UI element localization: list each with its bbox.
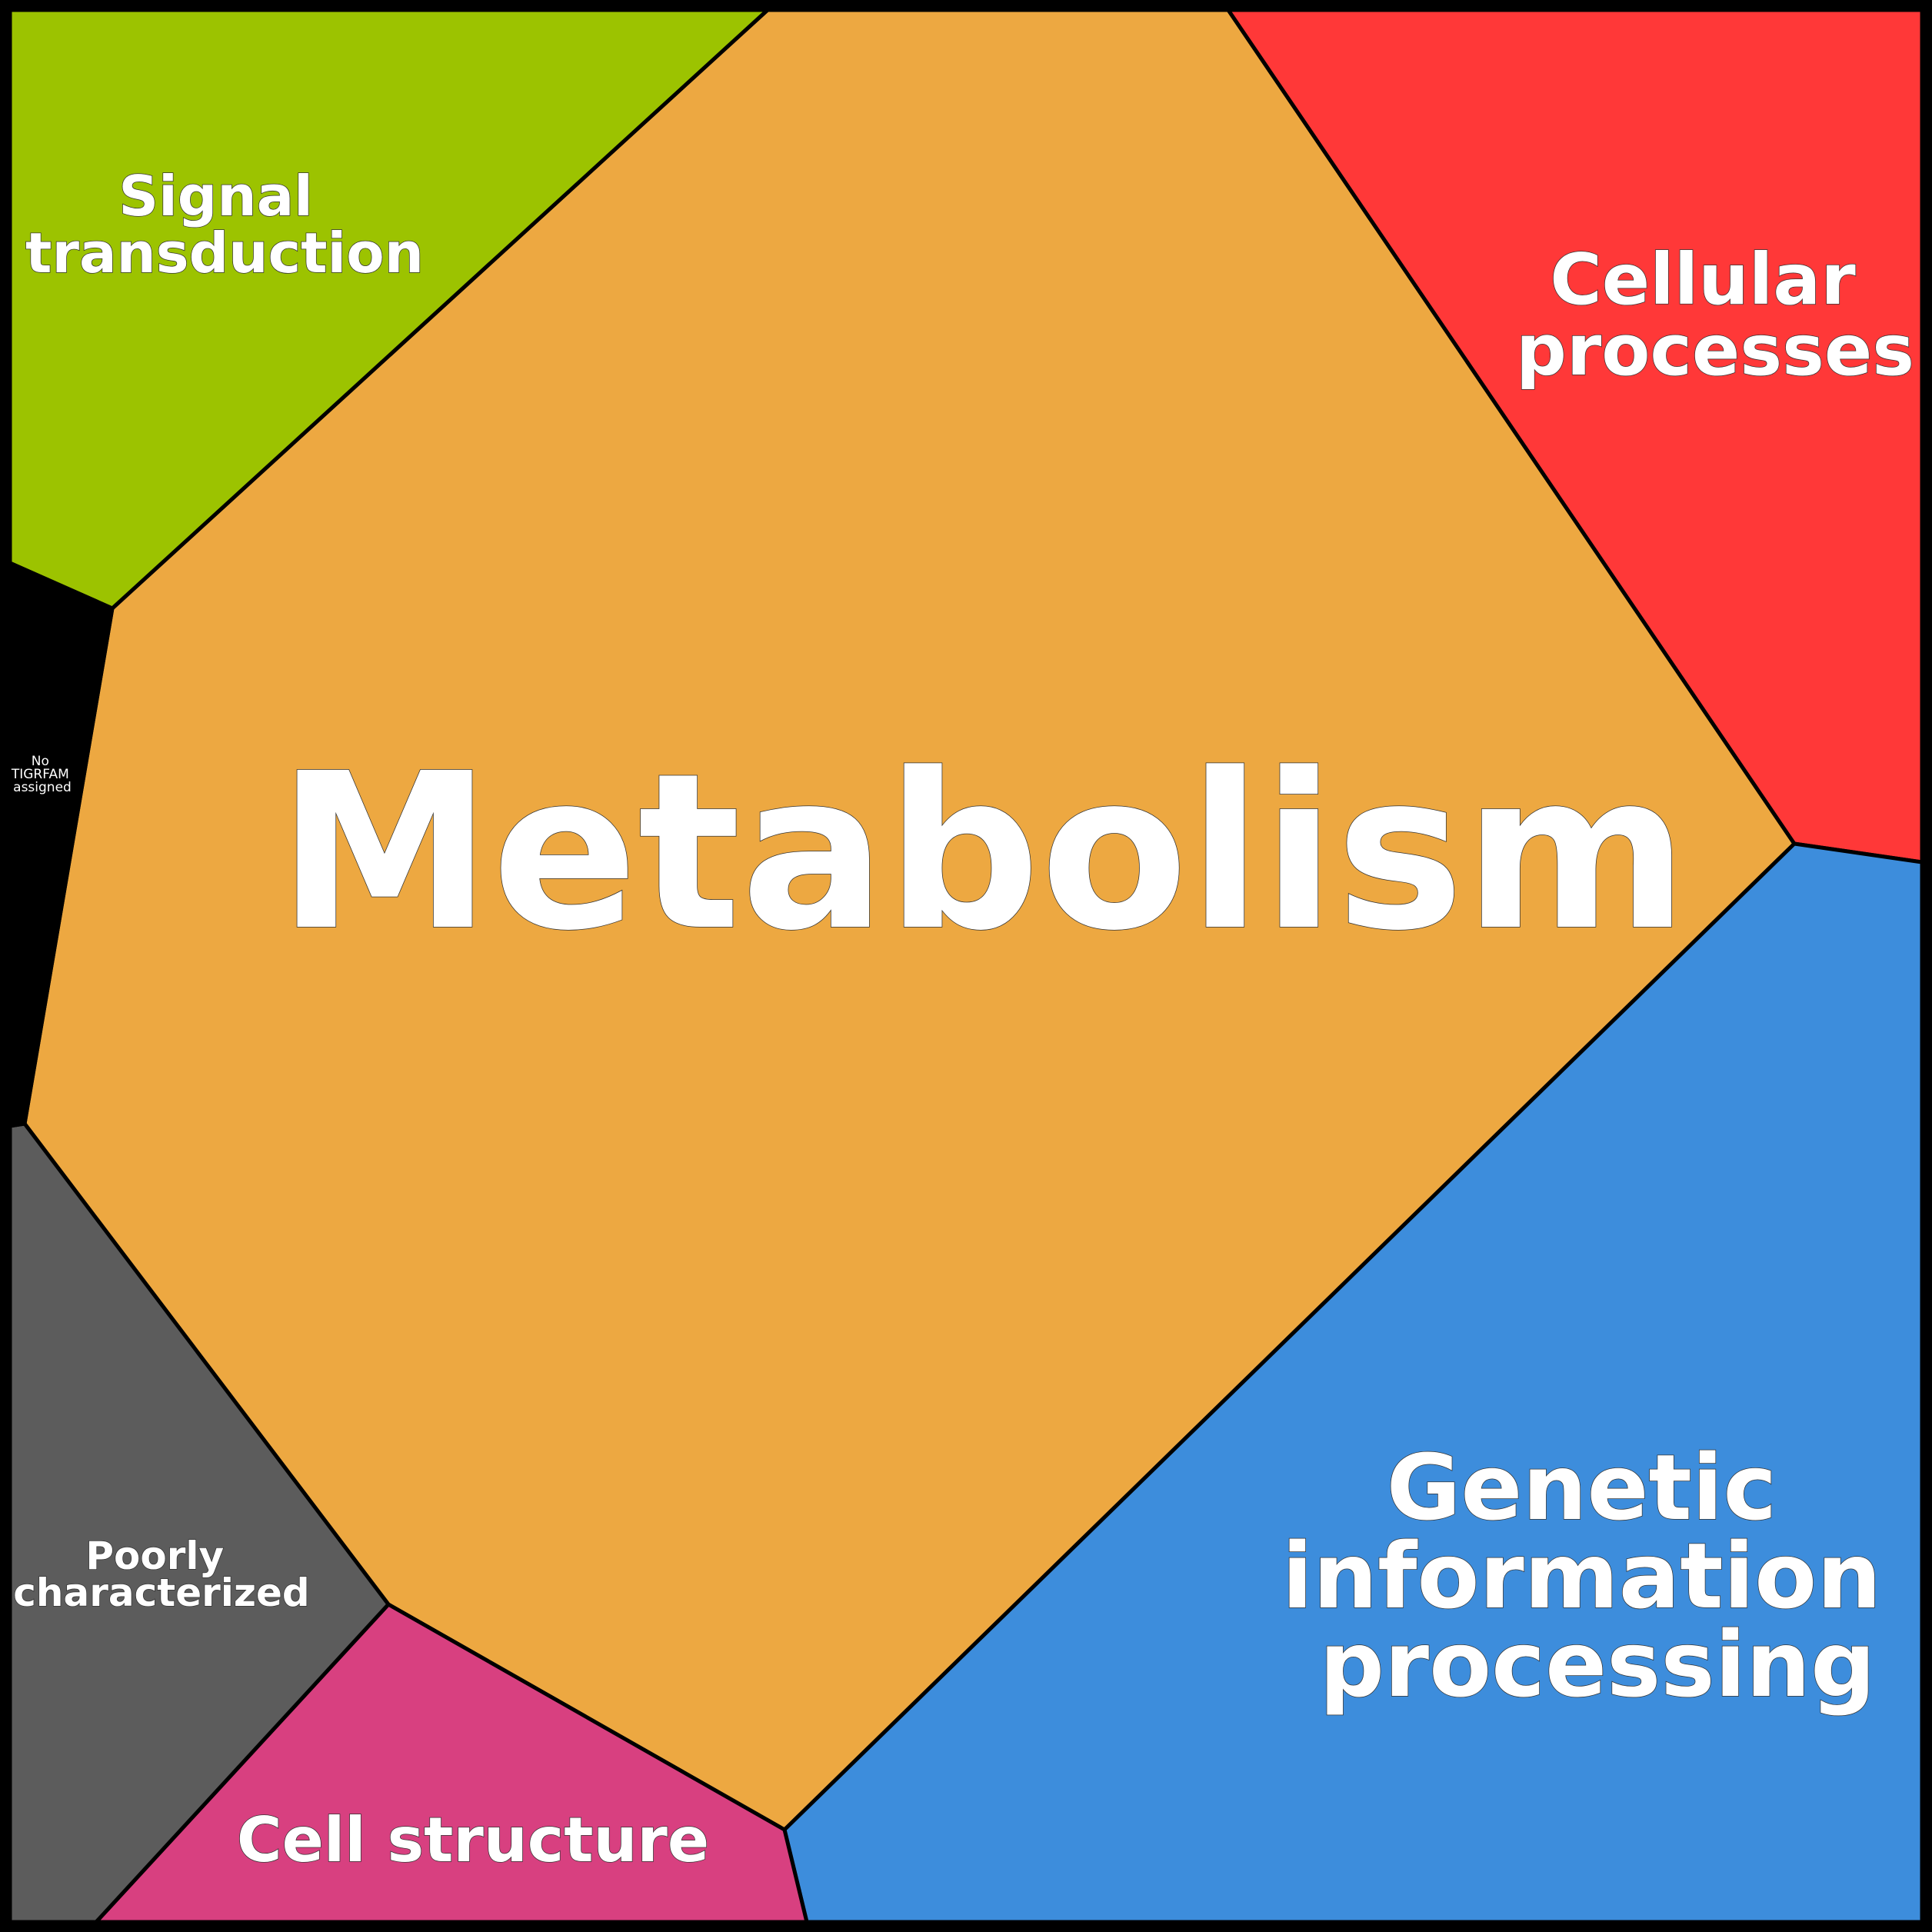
label-cellular-processes: Cellular processes bbox=[1516, 238, 1914, 391]
label-line: Cellular bbox=[1550, 238, 1856, 321]
label-line: Metabolism bbox=[278, 728, 1689, 978]
label-line: assigned bbox=[13, 780, 72, 795]
label-line: processes bbox=[1516, 309, 1914, 391]
label-line: processing bbox=[1319, 1611, 1875, 1717]
label-line: Cell structure bbox=[237, 1804, 709, 1876]
label-line: characterized bbox=[13, 1571, 309, 1615]
label-signal-transduction: Signal transduction bbox=[25, 164, 424, 285]
label-metabolism: Metabolism bbox=[278, 728, 1689, 978]
label-line: Signal bbox=[118, 164, 313, 228]
label-genetic-information-processing: Genetic information processing bbox=[1282, 1434, 1914, 1717]
label-line: Poorly bbox=[85, 1534, 224, 1578]
label-poorly-characterized: Poorly characterized bbox=[13, 1534, 309, 1615]
label-line: Genetic bbox=[1387, 1434, 1777, 1541]
label-line: information bbox=[1282, 1523, 1882, 1629]
label-line: No bbox=[32, 754, 49, 769]
label-line: transduction bbox=[25, 221, 424, 285]
label-cell-structure: Cell structure bbox=[237, 1804, 709, 1876]
label-no-tigrfam-assigned: No TIGRFAM assigned bbox=[11, 754, 73, 795]
label-line: TIGRFAM bbox=[11, 767, 69, 782]
